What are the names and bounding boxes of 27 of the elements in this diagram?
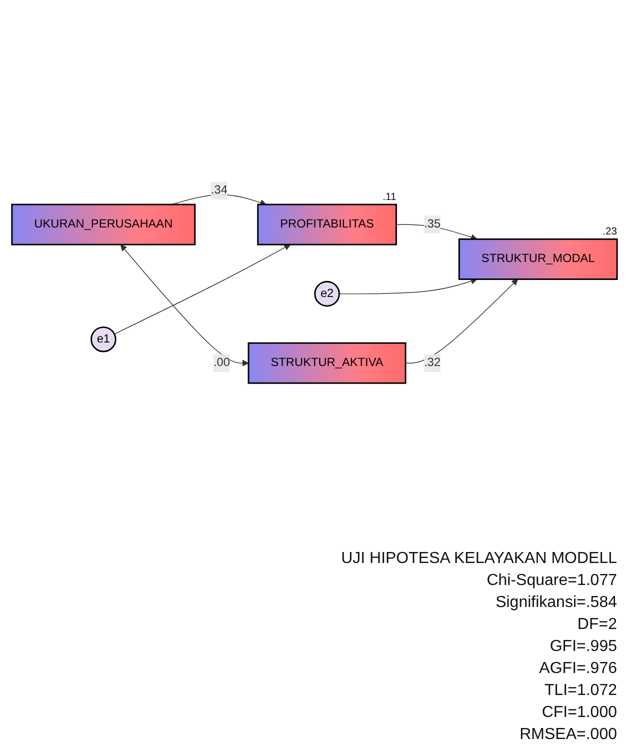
- fit-statistic: Signifikansi=.584: [496, 593, 617, 613]
- edge-label: .32: [424, 356, 441, 370]
- arrow: [405, 279, 518, 364]
- edge-label: .00: [213, 356, 230, 370]
- r-squared-value: .23: [602, 227, 618, 238]
- edge-label: .35: [424, 218, 441, 231]
- fit-statistic: AGFI=.976: [539, 659, 617, 679]
- arrow: [171, 194, 266, 206]
- fit-statistic: Chi-Square=1.077: [486, 571, 617, 591]
- fit-statistic: CFI=1.000: [542, 703, 617, 723]
- node-box: STRUKTUR_AKTIVA: [248, 342, 406, 384]
- r-squared-value: .11: [382, 192, 396, 204]
- fit-statistic: RMSEA=.000: [520, 725, 617, 745]
- fit-statistic: UJI HIPOTESA KELAYAKAN MODELL: [341, 549, 617, 569]
- arrow: [396, 224, 478, 241]
- node-box: STRUKTUR_MODAL: [458, 238, 618, 280]
- node-circle: e1: [90, 326, 116, 353]
- node-circle: e2: [314, 281, 340, 308]
- fit-statistic: DF=2: [577, 615, 617, 635]
- node-box: UKURAN_PERUSAHAAN: [11, 204, 196, 246]
- arrow: [338, 278, 478, 295]
- fit-statistic: GFI=.995: [550, 637, 617, 657]
- edge-label: .34: [210, 184, 228, 198]
- arrow: [114, 244, 291, 335]
- arrow: [120, 244, 249, 367]
- node-box: PROFITABILITAS: [257, 204, 397, 246]
- fit-statistic: TLI=1.072: [544, 681, 617, 701]
